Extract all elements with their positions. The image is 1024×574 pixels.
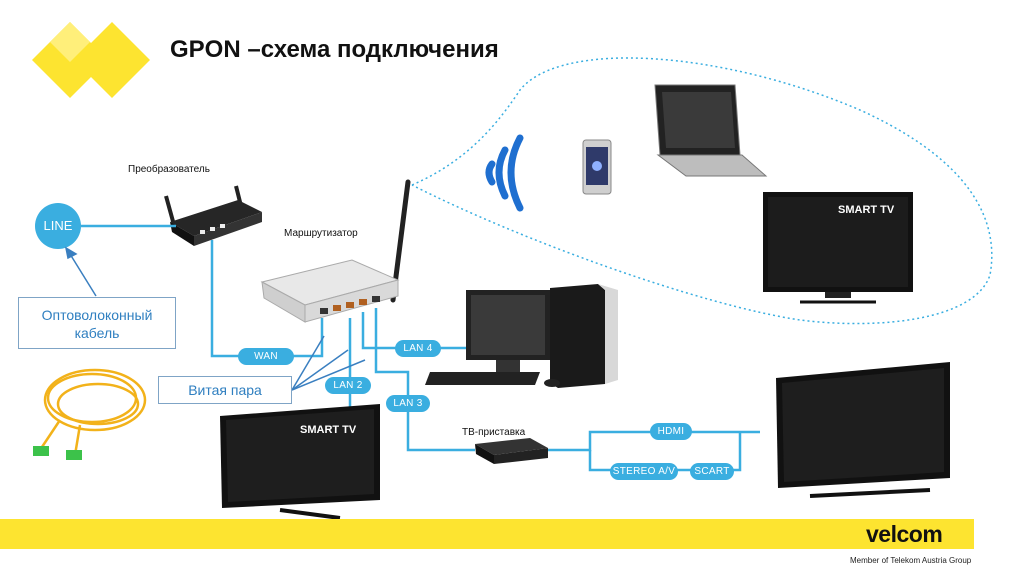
port-lan4: LAN 4 — [395, 340, 441, 357]
router-label: Маршрутизатор — [284, 228, 358, 239]
line-port-icon — [35, 203, 81, 249]
port-stereo: STEREO A/V — [610, 463, 678, 480]
smartphone-icon — [582, 139, 612, 195]
smart-tv-logo: SMART TV — [300, 424, 357, 436]
smart-tv-wifi-icon — [763, 192, 913, 304]
port-hdmi: HDMI — [650, 423, 692, 440]
desktop-computer-icon — [425, 284, 618, 388]
converter-label: Преобразователь — [128, 164, 210, 175]
port-wan: WAN — [238, 348, 294, 365]
settop-label: ТВ-приставка — [462, 427, 526, 438]
settop-box-icon — [475, 438, 548, 464]
port-scart: SCART — [690, 463, 734, 480]
smart-tv-logo: SMART TV — [838, 204, 895, 216]
footer-member-text: Member of Telekom Austria Group — [850, 556, 972, 565]
page-title: GPON –схема подключения — [170, 36, 499, 63]
wifi-signal-icon — [485, 134, 524, 212]
fiber-cable-icon — [38, 368, 147, 456]
fiber-connector-icon — [66, 450, 82, 460]
wifi-zone-outline — [411, 57, 993, 325]
port-lan3: LAN 3 — [386, 395, 430, 412]
line-label: LINE — [43, 218, 73, 233]
smart-tv-bottom-left-icon — [220, 404, 380, 520]
twisted-pair-label: Витая пара — [158, 376, 292, 404]
port-lan2: LAN 2 — [325, 377, 371, 394]
laptop-icon — [654, 84, 768, 177]
router-icon — [260, 179, 411, 323]
fiber-connector-icon — [33, 446, 49, 456]
velcom-logo: velcom — [866, 521, 943, 547]
brand-logo-icon — [32, 22, 150, 98]
smart-tv-right-icon — [776, 362, 950, 498]
converter-icon — [164, 185, 262, 246]
footer-bar — [0, 519, 974, 549]
callout-arrows — [64, 246, 366, 391]
fiber-cable-label: Оптоволоконный кабель — [18, 297, 176, 349]
